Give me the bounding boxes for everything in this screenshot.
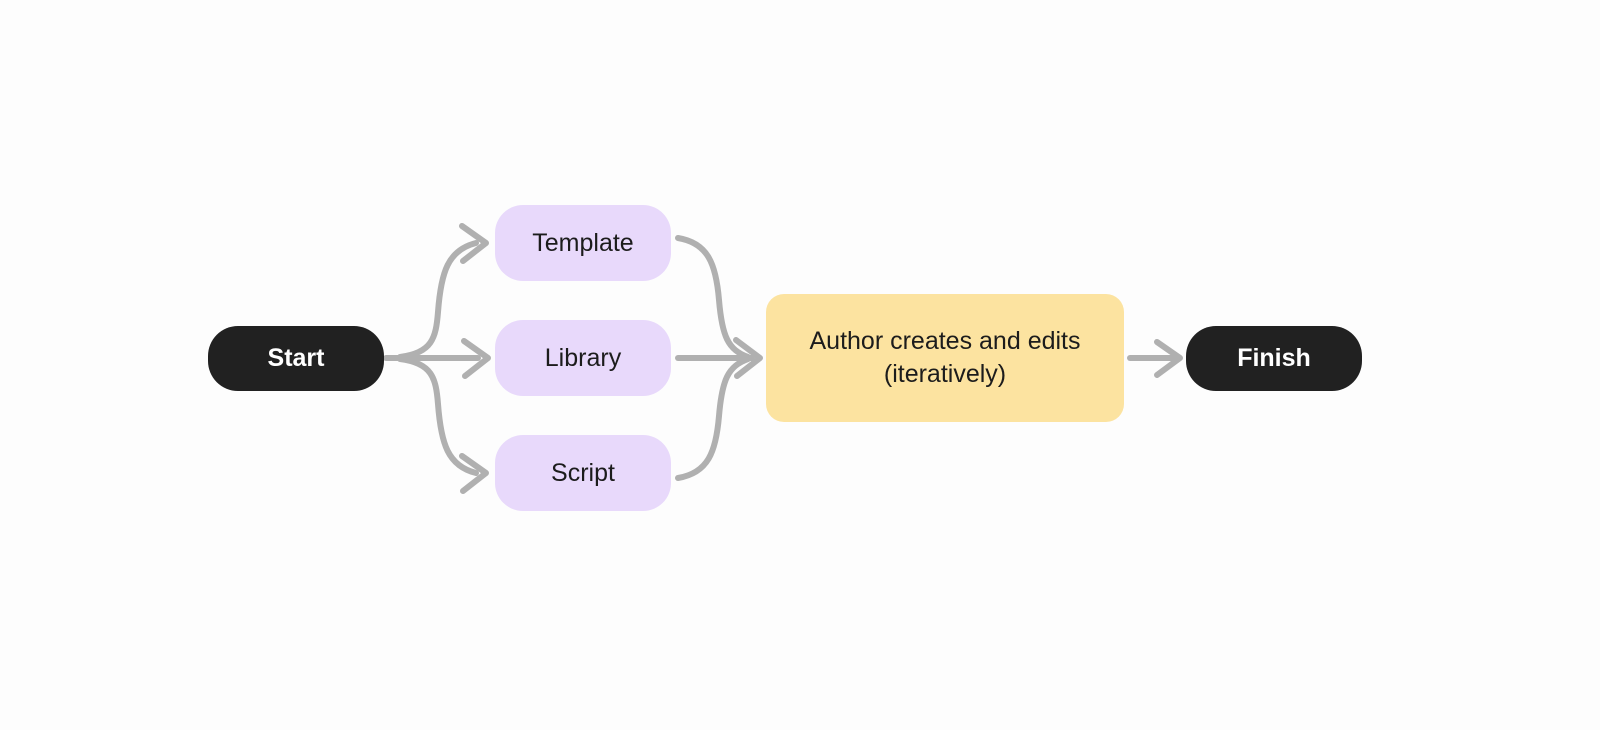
node-start[interactable]: Start [208, 326, 384, 391]
node-finish[interactable]: Finish [1186, 326, 1362, 391]
arrowhead-script-in [459, 453, 489, 494]
node-template[interactable]: Template [495, 205, 671, 281]
node-script-label: Script [551, 458, 615, 487]
node-author-creates-and-edits[interactable]: Author creates and edits (iteratively) [766, 294, 1124, 422]
edge-start-to-template [397, 240, 479, 360]
arrowhead-author-in [733, 337, 763, 379]
node-author-label-line2: (iteratively) [883, 360, 1007, 388]
edge-start-to-script [397, 356, 479, 476]
edge-script-to-author [675, 356, 751, 481]
node-template-label: Template [532, 228, 634, 257]
node-library[interactable]: Library [495, 320, 671, 396]
node-finish-label: Finish [1237, 344, 1311, 372]
node-library-label: Library [544, 343, 622, 372]
node-script[interactable]: Script [495, 435, 671, 511]
arrowhead-library-in [461, 338, 491, 379]
arrowhead-template-in [459, 223, 489, 264]
node-author-label-line1: Author creates and edits [809, 327, 1081, 355]
node-author-label: Author creates and edits (iteratively) [810, 325, 1081, 391]
node-start-label: Start [267, 344, 325, 372]
arrowhead-finish-in [1154, 339, 1183, 378]
edge-template-to-author [675, 235, 751, 360]
